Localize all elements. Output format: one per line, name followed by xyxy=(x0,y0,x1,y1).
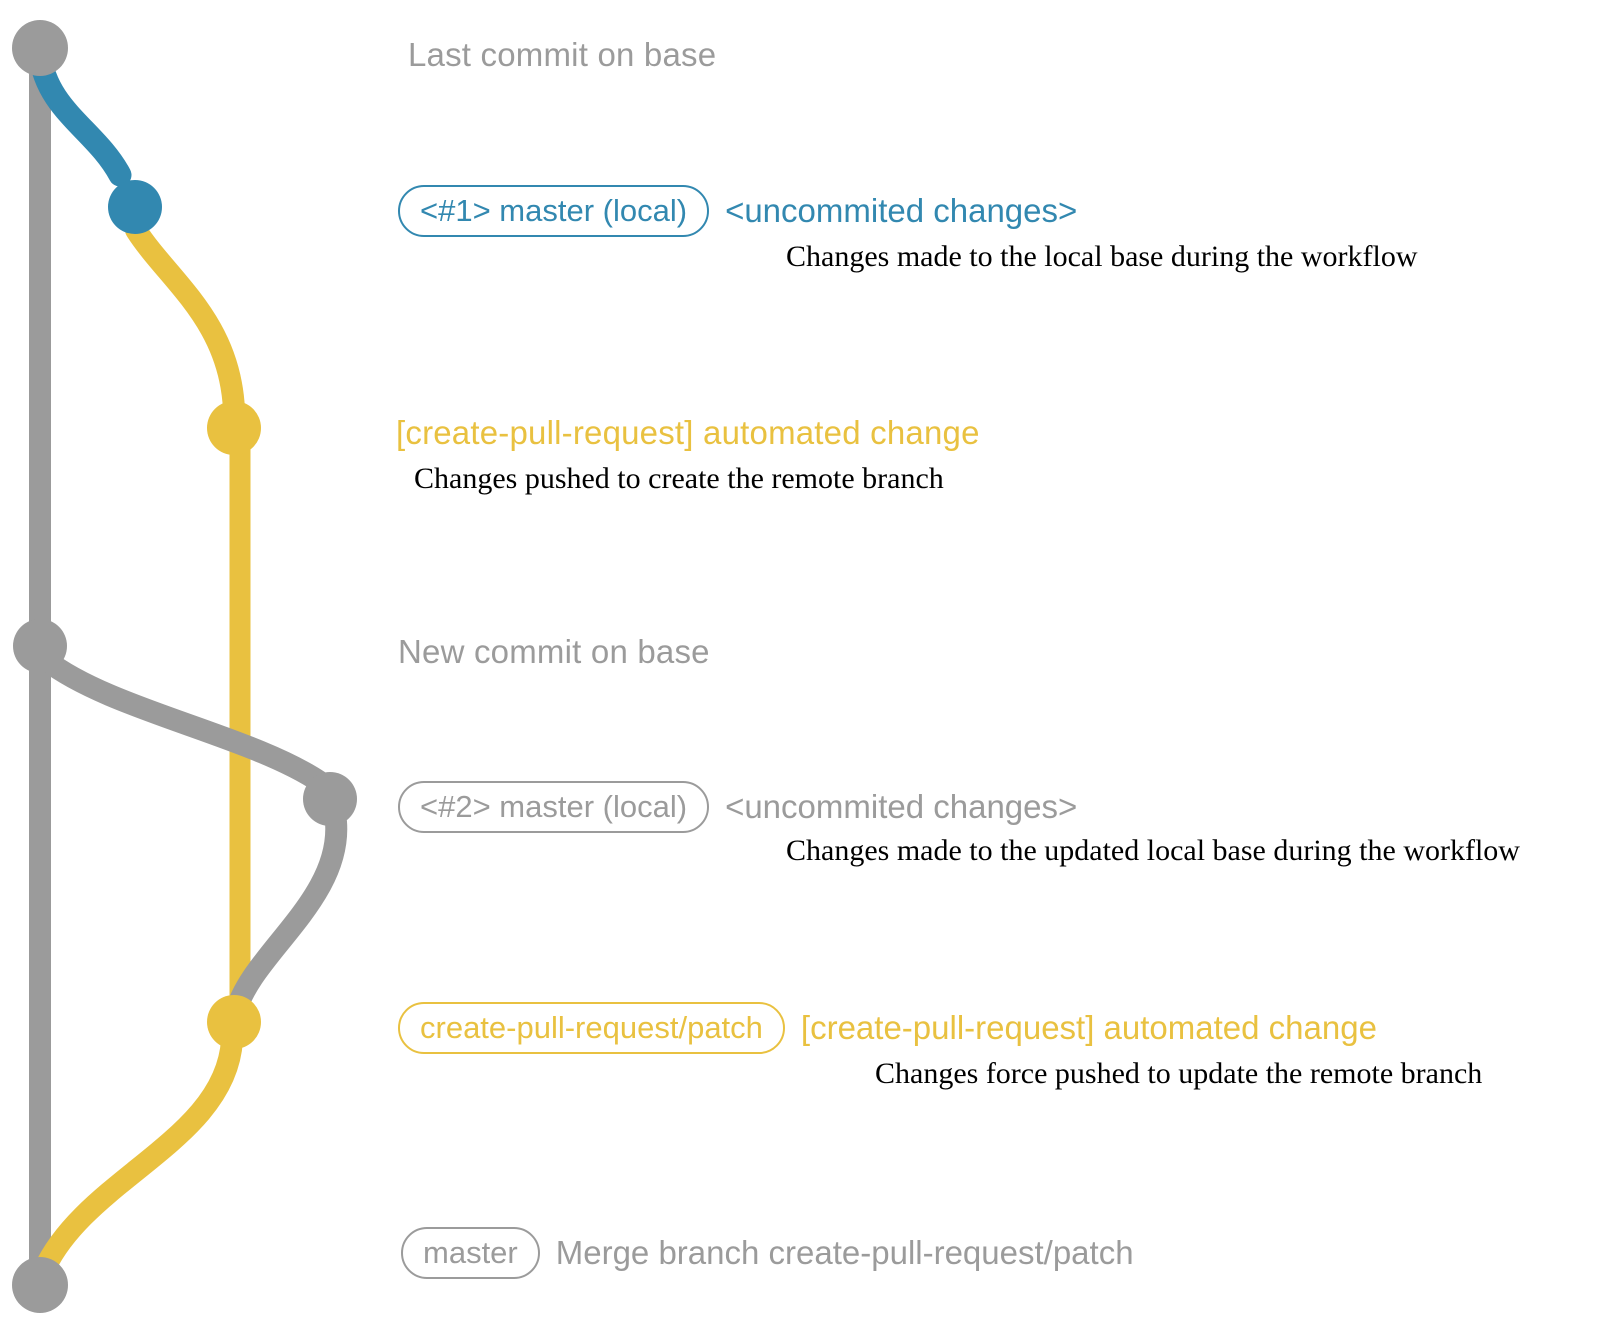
commit-title-new-commit-on-base: New commit on base xyxy=(398,633,710,670)
commit-node-last-commit-on-base[interactable] xyxy=(12,20,68,76)
commit-node-automated-change-1[interactable] xyxy=(207,401,261,455)
row-new-commit-on-base: New commit on base xyxy=(398,633,710,671)
row-automated-change-2: create-pull-request/patch [create-pull-r… xyxy=(398,1002,1377,1054)
commit-node-automated-change-2[interactable] xyxy=(207,995,261,1049)
commit-title-automated-change-1: [create-pull-request] automated change xyxy=(396,414,980,451)
commit-message-master-local-1: <uncommited changes> xyxy=(725,192,1078,229)
branch-pill-create-pull-request-patch[interactable]: create-pull-request/patch xyxy=(398,1002,785,1054)
branch-pill-master-local-1[interactable]: <#1> master (local) xyxy=(398,185,710,237)
commit-title-last-commit-on-base: Last commit on base xyxy=(408,36,717,73)
branch-pill-master-local-2[interactable]: <#2> master (local) xyxy=(398,781,710,833)
description-automated-change-2: Changes force pushed to update the remot… xyxy=(875,1057,1483,1090)
commit-node-master-local-2[interactable] xyxy=(303,772,357,826)
commit-message-master-local-2: <uncommited changes> xyxy=(725,788,1078,825)
branch-pill-master[interactable]: master xyxy=(401,1227,540,1279)
branch-line-patch-merge xyxy=(33,1029,243,1281)
row-merge-master: master Merge branch create-pull-request/… xyxy=(401,1227,1134,1279)
row-master-local-1: <#1> master (local) <uncommited changes> xyxy=(398,185,1077,237)
commit-message-merge-master: Merge branch create-pull-request/patch xyxy=(555,1234,1134,1271)
commit-node-master-local-1[interactable] xyxy=(108,180,162,234)
branch-line-local-2 xyxy=(35,649,331,793)
description-automated-change-1: Changes pushed to create the remote bran… xyxy=(414,462,944,495)
commit-node-new-commit-on-base[interactable] xyxy=(13,619,67,673)
branch-line-local2-to-patch xyxy=(225,811,348,1023)
branch-line-patch-create xyxy=(125,219,245,421)
commit-node-merge-master[interactable] xyxy=(12,1257,68,1313)
commit-message-automated-change-2: [create-pull-request] automated change xyxy=(800,1009,1377,1046)
description-master-local-1: Changes made to the local base during th… xyxy=(786,240,1418,273)
row-automated-change-1: [create-pull-request] automated change xyxy=(396,414,980,452)
description-master-local-2: Changes made to the updated local base d… xyxy=(786,834,1520,867)
row-last-commit-on-base: Last commit on base xyxy=(408,36,716,74)
row-master-local-2: <#2> master (local) <uncommited changes> xyxy=(398,781,1077,833)
